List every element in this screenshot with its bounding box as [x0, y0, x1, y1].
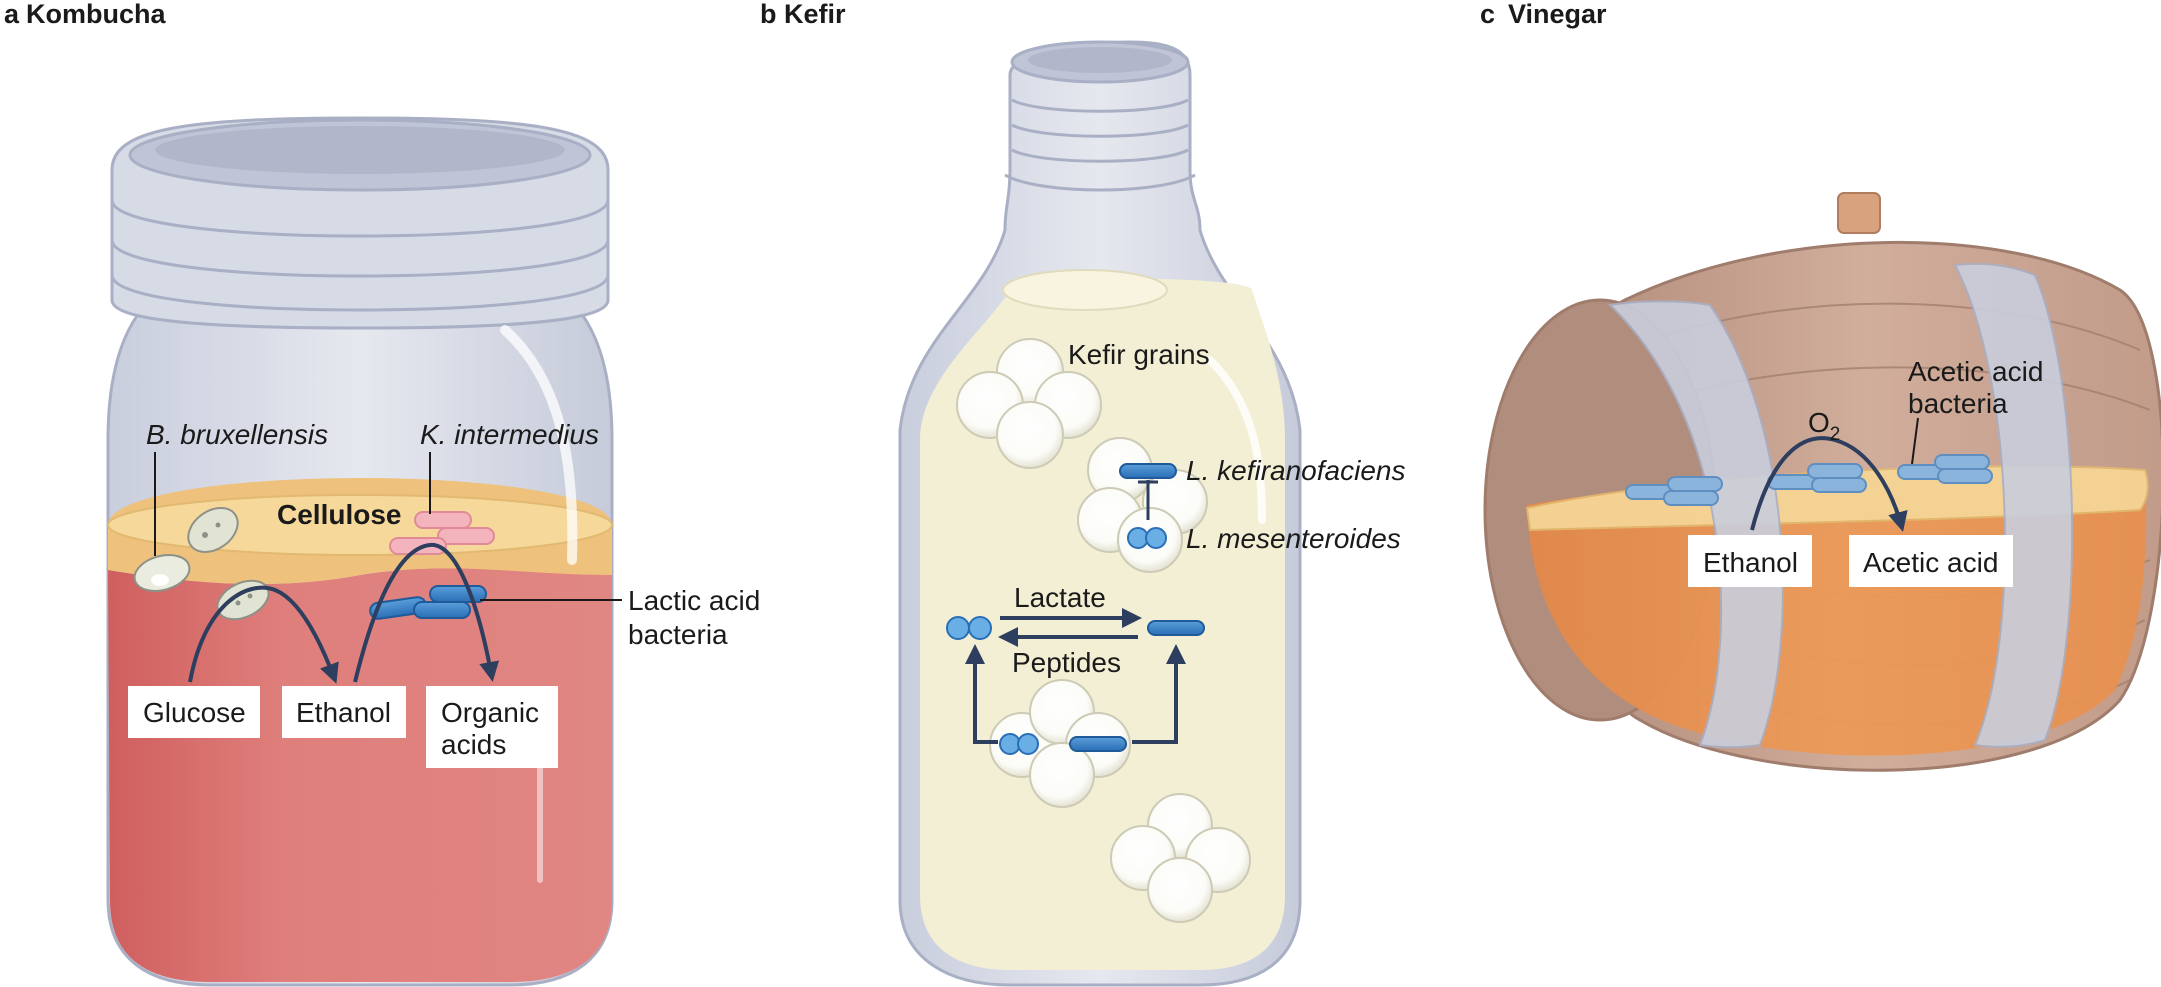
label-lactate: Lactate: [1014, 582, 1106, 613]
text-ethanol: Ethanol: [296, 697, 391, 728]
label-kefir-grains: Kefir grains: [1068, 339, 1210, 370]
label-lactic-acid-line2: bacteria: [628, 619, 728, 650]
box-organic-acids: [426, 686, 558, 768]
box-glucose: [128, 686, 260, 738]
kefir-grains-bottom: [1110, 793, 1251, 923]
label-acetic-acid-line2: bacteria: [1908, 388, 2008, 419]
barrel-hoops: [1607, 262, 2074, 749]
panel-letter-a: a: [4, 0, 20, 29]
kefir-bottle: Kefir grains L. kefiranofaciens L. mesen…: [898, 40, 1405, 987]
text-organic-line2: acids: [441, 729, 506, 760]
text-organic-line1: Organic: [441, 697, 539, 728]
label-oxygen: O2: [1808, 407, 1840, 445]
box-ethanol: [282, 686, 406, 738]
label-b-bruxellensis: B. bruxellensis: [146, 419, 328, 450]
label-l-mesenteroides: L. mesenteroides: [1186, 523, 1401, 554]
label-peptides: Peptides: [1012, 647, 1121, 678]
label-l-kefiranofaciens: L. kefiranofaciens: [1186, 455, 1405, 486]
text-vinegar-ethanol: Ethanol: [1703, 547, 1798, 578]
kombucha-liquid: [108, 568, 612, 982]
box-vinegar-ethanol: [1688, 535, 1812, 587]
arrow-glucose-to-ethanol: [188, 585, 339, 684]
label-cellulose: Cellulose: [277, 499, 401, 530]
k-intermedius-rods: [389, 511, 495, 555]
label-acetic-acid-line1: Acetic acid: [1908, 356, 2043, 387]
label-lactic-acid-line1: Lactic acid: [628, 585, 760, 616]
text-glucose: Glucose: [143, 697, 246, 728]
box-acetic-acid: [1849, 535, 2013, 587]
arrow-ethanol-to-acetic-acid: [1750, 436, 1908, 532]
kefir-grains-top: [956, 338, 1102, 469]
text-acetic-acid: Acetic acid: [1863, 547, 1998, 578]
barrel-bung: [1837, 192, 1881, 234]
label-oxygen-subscript: 2: [1830, 424, 1841, 445]
panel-title-vinegar: Vinegar: [1508, 0, 1607, 29]
panel-title-b: b Kefir: [760, 0, 846, 29]
label-k-intermedius: K. intermedius: [420, 419, 599, 450]
acetic-acid-bacteria-rods: [1625, 454, 1993, 506]
arrow-ethanol-to-organic-acids: [353, 542, 500, 683]
lactate-peptide-exchange: [946, 608, 1205, 808]
kefir-grain-species: [1077, 437, 1208, 573]
panel-letter-c: c: [1480, 0, 1495, 29]
panel-title-a: a Kombucha: [4, 0, 166, 29]
yeast-cells: [133, 507, 270, 621]
vinegar-barrel: Acetic acid bacteria O2 Ethanol Acetic a…: [1483, 192, 2161, 772]
kombucha-jar: B. bruxellensis K. intermedius Cellulose…: [106, 116, 760, 987]
panel-title-kefir: Kefir: [784, 0, 846, 29]
panel-letter-b: b: [760, 0, 777, 29]
panel-title-kombucha: Kombucha: [26, 0, 166, 29]
panel-title-c: c Vinegar: [1480, 0, 1607, 29]
label-oxygen-base: O: [1808, 407, 1830, 438]
